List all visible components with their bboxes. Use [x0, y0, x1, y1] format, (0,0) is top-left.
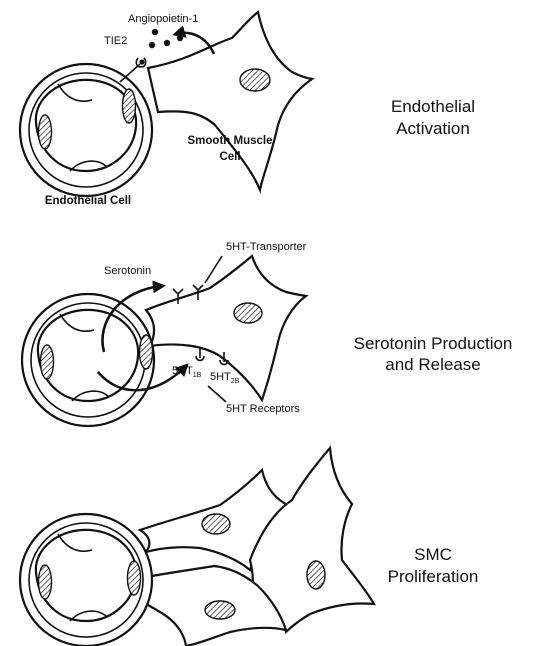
panel-smc-proliferation: SMC Proliferation	[20, 448, 478, 646]
endothelial-cell-1	[20, 64, 152, 196]
ec-nucleus-left-2	[41, 345, 54, 379]
smc-label-line1: Smooth Muscle	[188, 135, 273, 147]
ligand-dot-3	[149, 42, 155, 48]
receptor-2b-label: 5HT2B	[210, 371, 240, 385]
stage-title-2-line1: Serotonin Production	[354, 334, 513, 353]
smc-nucleus-2	[234, 303, 262, 323]
smc-nucleus-3b	[307, 561, 325, 589]
smc-label-line2: Cell	[219, 151, 240, 163]
ligand-dot-1	[139, 59, 144, 64]
panel-endothelial-activation: Angiopoietin-1 TIE2 Smooth Muscle Cell E…	[20, 12, 475, 207]
stage-title-1-line1: Endothelial	[391, 97, 475, 116]
ec-nucleus-left-3	[39, 565, 52, 599]
ligand-dot-2	[152, 29, 158, 35]
ec-nucleus-right	[123, 89, 136, 123]
tie2-stalk	[120, 64, 140, 82]
stage-title-3-line1: SMC	[414, 545, 452, 564]
smooth-muscle-cell-1	[148, 12, 312, 190]
ligand-dot-5	[177, 35, 183, 41]
receptors-leader	[208, 386, 226, 402]
tie2-label: TIE2	[104, 35, 127, 47]
smc-nucleus-3a	[202, 514, 230, 534]
panel-serotonin-release: 5HT-Transporter 5HT Receptors Serotonin …	[22, 241, 512, 426]
endothelial-cell-3	[20, 514, 152, 646]
smc-nucleus-3c	[205, 601, 235, 619]
ec-nucleus-left	[39, 115, 52, 149]
stage-title-2-line2: and Release	[385, 355, 480, 374]
receptors-label: 5HT Receptors	[226, 403, 300, 415]
smc-nucleus	[240, 69, 270, 91]
stage-title-3-line2: Proliferation	[388, 567, 479, 586]
endothelial-cell-2	[22, 294, 154, 426]
ec-label: Endothelial Cell	[45, 195, 131, 207]
ec-nucleus-right-2	[140, 335, 153, 369]
ligand-dot-4	[164, 40, 170, 46]
receptor-1b-label: 5HT1B	[172, 365, 202, 379]
ec-nucleus-right-3	[128, 561, 141, 595]
angiopoietin-label: Angiopoietin-1	[128, 13, 198, 25]
receptor-1b-icon	[196, 348, 204, 361]
stage-title-1-line2: Activation	[396, 119, 470, 138]
serotonin-label: Serotonin	[104, 265, 151, 277]
transporter-leader	[205, 256, 222, 283]
transporter-label: 5HT-Transporter	[226, 241, 307, 253]
